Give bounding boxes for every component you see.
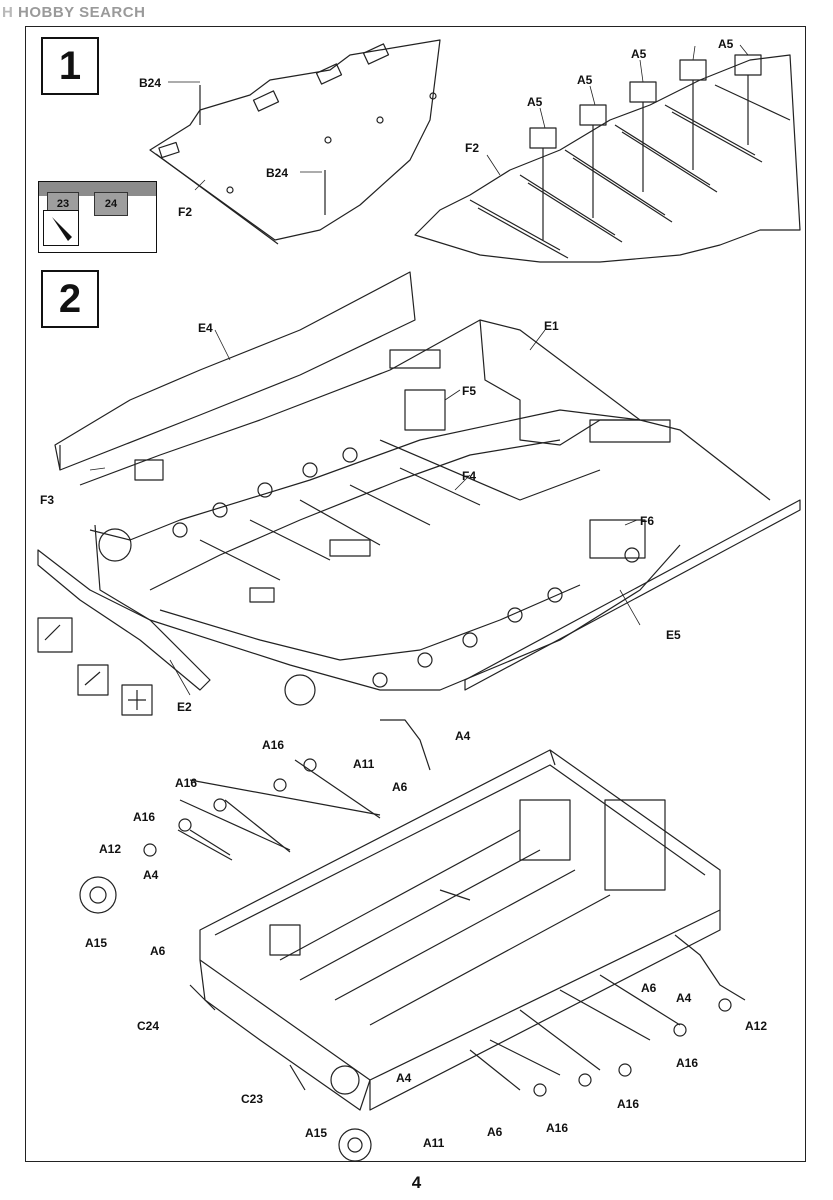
part-label-a6: A6 — [392, 780, 408, 794]
torsion-bars-lower — [469, 974, 732, 1097]
part-label-b24: B24 — [266, 166, 289, 180]
part-label-a5: A5 — [631, 47, 647, 61]
step-number-1: 1 — [41, 37, 99, 95]
part-label-e2: E2 — [177, 700, 192, 714]
part-label-a16: A16 — [262, 738, 285, 752]
part-label-c24: C24 — [137, 1019, 160, 1033]
part-label-a16: A16 — [546, 1121, 569, 1135]
instruction-frame — [25, 26, 806, 1162]
watermark: H HOBBY SEARCH — [2, 4, 145, 21]
part-label-a6: A6 — [641, 981, 657, 995]
part-label-a16: A16 — [617, 1097, 640, 1111]
part-label-e5: E5 — [666, 628, 681, 642]
part-label-f4: F4 — [462, 469, 477, 483]
watermark-text: HOBBY SEARCH — [18, 4, 146, 21]
part-label-f2: F2 — [465, 141, 480, 155]
part-label-a5: A5 — [718, 37, 734, 51]
part-label-a16: A16 — [676, 1056, 699, 1070]
part-label-c23: C23 — [241, 1092, 264, 1106]
part-label-e4: E4 — [198, 321, 213, 335]
part-label-a6: A6 — [150, 944, 166, 958]
part-label-e1: E1 — [544, 319, 559, 333]
part-label-a12: A12 — [745, 1019, 768, 1033]
part-label-a4: A4 — [396, 1071, 412, 1085]
part-label-a15: A15 — [85, 936, 108, 950]
panel-f2-left — [149, 39, 441, 245]
part-label-a4: A4 — [676, 991, 692, 1005]
upper-hull-assembly — [37, 271, 801, 706]
part-label-b24: B24 — [139, 76, 162, 90]
part-label-a15: A15 — [305, 1126, 328, 1140]
callout-detail-1 — [37, 617, 73, 653]
step-number-2: 2 — [41, 270, 99, 328]
part-label-f3: F3 — [40, 493, 55, 507]
part-label-a4: A4 — [455, 729, 471, 743]
part-label-a16: A16 — [175, 776, 198, 790]
part-label-a11: A11 — [423, 1136, 445, 1150]
cut-instruction-inset: 23 24 — [38, 181, 157, 253]
part-label-a11: A11 — [353, 757, 375, 771]
part-label-a5: A5 — [527, 95, 543, 109]
part-label-f2: F2 — [178, 205, 193, 219]
leader-lines — [89, 44, 749, 696]
part-label-a4: A4 — [143, 868, 159, 882]
torsion-bars-upper — [143, 758, 381, 861]
sprue-tab-24: 24 — [94, 192, 128, 216]
part-label-a5: A5 — [577, 73, 593, 87]
part-label-f5: F5 — [462, 384, 477, 398]
part-label-a12: A12 — [99, 842, 122, 856]
panel-f2-right — [414, 54, 801, 263]
knife-icon — [43, 210, 79, 246]
part-label-f6: F6 — [640, 514, 655, 528]
part-label-a6: A6 — [487, 1125, 503, 1139]
watermark-logo: H — [2, 4, 14, 21]
callout-detail-2 — [77, 664, 109, 696]
lower-hull-assembly — [79, 719, 746, 1162]
page-number: 4 — [411, 1173, 422, 1192]
part-label-a16: A16 — [133, 810, 156, 824]
callout-detail-3 — [121, 684, 153, 716]
